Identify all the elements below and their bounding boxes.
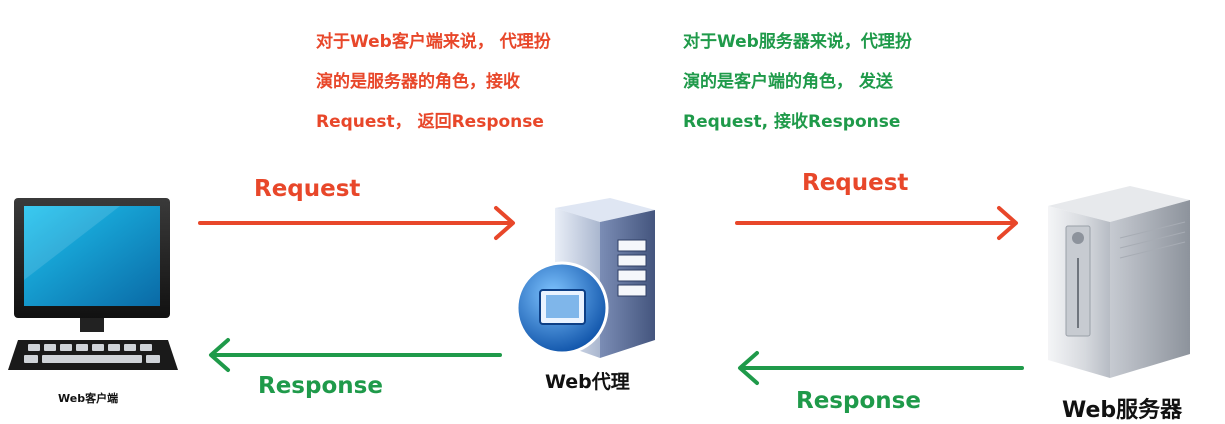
client-note-line-3: Request， 返回Response xyxy=(316,112,544,132)
server-note-line-2: 演的是客户端的角色， 发送 xyxy=(683,72,893,92)
server-note-line-1: 对于Web服务器来说，代理扮 xyxy=(683,32,912,52)
request-arrow-proxy-to-server xyxy=(735,206,1018,240)
server-label: Web服务器 xyxy=(1062,398,1183,423)
response-label-right: Response xyxy=(796,388,921,414)
proxy-server-icon xyxy=(515,198,655,358)
client-note-line-2: 演的是服务器的角色，接收 xyxy=(316,72,520,92)
client-computer-icon xyxy=(8,198,178,370)
client-label: Web客户端 xyxy=(58,392,119,405)
response-label-left: Response xyxy=(258,373,383,399)
proxy-label: Web代理 xyxy=(545,371,630,393)
client-note-line-1: 对于Web客户端来说， 代理扮 xyxy=(316,32,551,52)
response-arrow-proxy-to-client xyxy=(209,338,502,372)
server-note-line-3: Request, 接收Response xyxy=(683,112,901,132)
request-label-left: Request xyxy=(254,176,361,202)
request-label-right: Request xyxy=(802,170,909,196)
response-arrow-server-to-proxy xyxy=(738,351,1024,385)
client-side-note: 对于Web客户端来说， 代理扮 演的是服务器的角色，接收 Request， 返回… xyxy=(316,22,551,142)
server-side-note: 对于Web服务器来说，代理扮 演的是客户端的角色， 发送 Request, 接收… xyxy=(683,22,912,142)
request-arrow-client-to-proxy xyxy=(198,206,515,240)
web-server-icon xyxy=(1048,186,1190,378)
